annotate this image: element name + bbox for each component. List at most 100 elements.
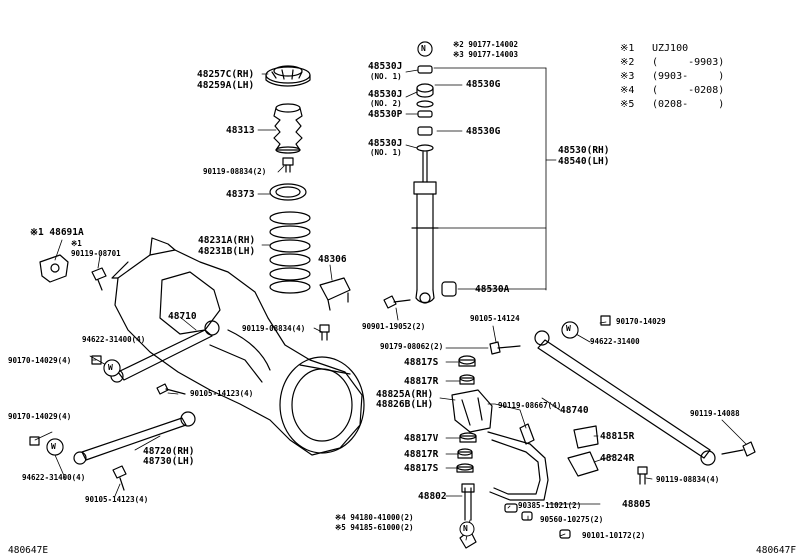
bolt-part [156, 383, 186, 395]
part-label[interactable]: 90901-19052(2) [362, 322, 426, 331]
part-label[interactable]: 94622-31400(4) [82, 335, 146, 344]
part-label[interactable]: 48730(LH) [143, 456, 195, 467]
bump-stopper-part [273, 103, 303, 154]
lateral-rod-part [534, 330, 716, 466]
part-label[interactable]: 90105-14124 [470, 314, 520, 323]
leader-lines [34, 67, 747, 541]
nut-part [600, 315, 611, 326]
legend-text: (0208- ) [652, 99, 725, 110]
axle-housing [111, 237, 365, 456]
part-label[interactable]: ※1 [71, 239, 82, 248]
part-label[interactable]: 90170-14029(4) [8, 356, 72, 365]
part-label[interactable]: 90119-08834(4) [242, 324, 306, 333]
part-label[interactable]: 48313 [226, 125, 255, 136]
part-label[interactable]: 48530A [475, 284, 510, 295]
legend-mark: ※2 [620, 57, 635, 68]
spring-insulator-part [269, 183, 307, 201]
spring-seat-part [265, 65, 311, 87]
part-label[interactable]: 48815R [600, 431, 635, 442]
part-label[interactable]: 48826B(LH) [376, 399, 434, 410]
bolt-part [282, 157, 294, 173]
bolt-part [112, 465, 127, 491]
legend-text: UZJ100 [652, 43, 689, 54]
bushing-part [441, 281, 457, 297]
legend-text: ( -9903) [652, 57, 725, 68]
legend-mark: ※3 [620, 71, 635, 82]
part-label[interactable]: 90119-14088 [690, 409, 740, 418]
washer-symbol: W [108, 363, 113, 372]
part-label[interactable]: 90105-14123(4) [85, 495, 149, 504]
part-label[interactable]: 48817S [404, 357, 439, 368]
figure-code-right: 480647F [756, 545, 797, 556]
nut-symbol: N [421, 44, 426, 53]
part-label[interactable]: 48257C(RH) [197, 69, 255, 80]
part-label[interactable]: 48530(RH) [558, 145, 610, 156]
part-label[interactable]: 48231B(LH) [198, 246, 256, 257]
part-label[interactable]: ※3 90177-14003 [453, 50, 518, 59]
part-label[interactable]: ※4 94180-41000(2) [335, 513, 414, 522]
bracket-48815r-part [573, 425, 599, 449]
bracket-48691a-part [39, 254, 69, 283]
part-label[interactable]: 90101-10172(2) [582, 531, 646, 540]
part-label[interactable]: 48530P [368, 109, 403, 120]
part-label[interactable]: ※5 94185-61000(2) [335, 523, 414, 532]
part-label[interactable]: 48530G [466, 79, 501, 90]
part-label[interactable]: 90119-08834(2) [203, 167, 267, 176]
part-label[interactable]: 48825A(RH) [376, 389, 434, 400]
part-label[interactable]: 90385-11021(2) [518, 501, 582, 510]
nut-part [29, 436, 40, 446]
part-label[interactable]: 48540(LH) [558, 156, 610, 167]
part-label[interactable]: 48817S [404, 463, 439, 474]
part-label[interactable]: 48817R [404, 376, 439, 387]
part-label[interactable]: 48817R [404, 449, 439, 460]
shock-absorber-part [411, 151, 439, 304]
part-label[interactable]: 48530J [368, 89, 403, 100]
part-label[interactable]: 90170-14029 [616, 317, 666, 326]
part-label[interactable]: ※2 90177-14002 [453, 40, 518, 49]
legend-mark: ※4 [620, 85, 635, 96]
bushing-part [504, 503, 571, 539]
part-label[interactable]: 90105-14123(4) [190, 389, 254, 398]
part-label[interactable]: (NO. 1) [370, 148, 402, 157]
bolt-part [721, 441, 756, 457]
part-label[interactable]: 48817V [404, 433, 439, 444]
part-label[interactable]: 94622-31400 [590, 337, 640, 346]
part-label[interactable]: 48259A(LH) [197, 80, 255, 91]
part-label[interactable]: 90119-08834(4) [656, 475, 720, 484]
bolt-part [637, 466, 648, 485]
part-label[interactable]: 48530G [466, 126, 501, 137]
coil-spring-part [269, 211, 311, 294]
control-arm-48720-part [73, 411, 196, 465]
legend-mark: ※5 [620, 99, 635, 110]
part-label[interactable]: 48805 [622, 499, 651, 510]
part-label[interactable]: (NO. 2) [370, 99, 402, 108]
part-label[interactable]: 90119-08667(4) [498, 401, 562, 410]
part-label[interactable]: 90170-14029(4) [8, 412, 72, 421]
part-label[interactable]: 48824R [600, 453, 635, 464]
part-label[interactable]: 48802 [418, 491, 447, 502]
part-label[interactable]: 48306 [318, 254, 347, 265]
part-label[interactable]: 48710 [168, 311, 197, 322]
bumper-bracket-part [319, 277, 351, 311]
part-label[interactable]: 48740 [560, 405, 589, 416]
part-label[interactable]: 90119-08701 [71, 249, 121, 258]
part-label[interactable]: 48720(RH) [143, 446, 195, 457]
part-label[interactable]: 90560-10275(2) [540, 515, 604, 524]
legend-text: ( -0208) [652, 85, 725, 96]
part-label[interactable]: ※1 48691A [30, 227, 84, 238]
part-label[interactable]: 48530J [368, 138, 403, 149]
part-label[interactable]: 48530J [368, 61, 403, 72]
bolt-part [319, 324, 330, 341]
part-label[interactable]: (NO. 1) [370, 72, 402, 81]
bracket-48824r-part [567, 451, 599, 477]
part-label[interactable]: 94622-31400(4) [22, 473, 86, 482]
washer-symbol: W [566, 324, 571, 333]
part-label[interactable]: 90179-08062(2) [380, 342, 444, 351]
stabilizer-bar-part [487, 431, 549, 501]
part-label[interactable]: 48231A(RH) [198, 235, 256, 246]
bolt-part [91, 267, 107, 291]
part-label[interactable]: 48373 [226, 189, 255, 200]
